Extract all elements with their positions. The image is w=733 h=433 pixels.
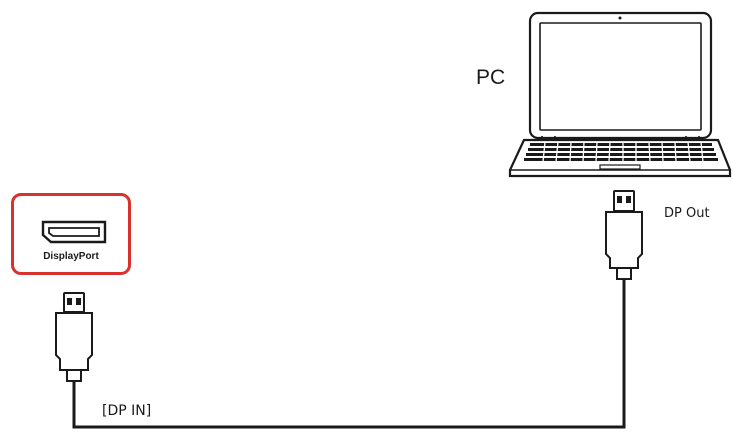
dp-connector-icon [606, 191, 642, 279]
port-name-label: DisplayPort [14, 251, 128, 262]
displayport-port-icon [41, 220, 107, 246]
dp-out-label: DP Out [664, 206, 710, 221]
pc-label: PC [476, 66, 505, 90]
cable-line [74, 279, 624, 427]
displayport-port-highlight: DisplayPort [11, 193, 131, 275]
dp-connector-icon [56, 293, 92, 381]
laptop-icon [510, 13, 730, 176]
dp-in-label: [DP IN] [102, 403, 151, 419]
